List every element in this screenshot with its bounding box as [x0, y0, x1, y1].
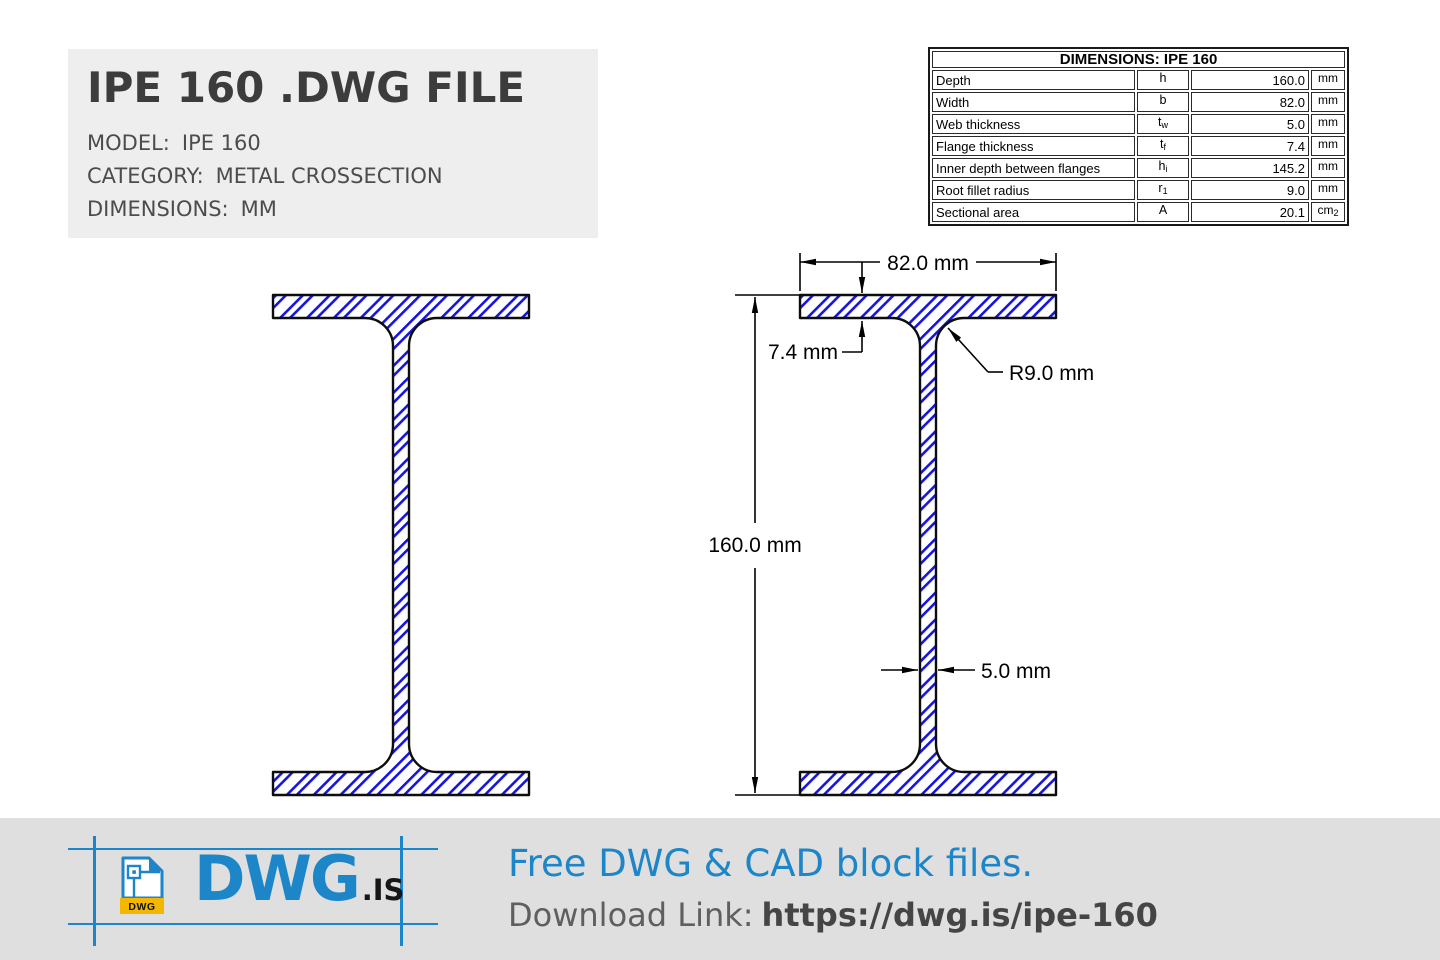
dim-fillet-radius-r9: R9.0 mm: [947, 327, 1094, 385]
table-row: Width b 82.0 mm: [932, 92, 1346, 112]
table-title: DIMENSIONS: IPE 160: [932, 51, 1346, 68]
table-row: Depth h 160.0 mm: [932, 70, 1346, 90]
row-value: 7.4: [1191, 136, 1309, 156]
row-name: Flange thickness: [932, 136, 1135, 156]
table-header-row: DIMENSIONS: IPE 160: [932, 51, 1346, 68]
row-unit: mm: [1311, 114, 1346, 134]
row-name: Depth: [932, 70, 1135, 90]
dim-flange-label: 7.4 mm: [768, 341, 838, 364]
dim-radius-label: R9.0 mm: [1009, 362, 1094, 385]
logo-frame-line-bottom: [68, 923, 438, 925]
model-value: IPE 160: [181, 131, 261, 155]
row-unit: cm2: [1311, 202, 1346, 222]
title-box: IPE 160 .DWG FILE MODEL: IPE 160 CATEGORY…: [68, 49, 598, 238]
dim-web-thickness-50: 5.0 mm: [881, 660, 1051, 683]
model-label: MODEL:: [87, 131, 170, 155]
row-value: 145.2: [1191, 158, 1309, 178]
logo-frame-line-top: [68, 848, 438, 850]
dim-flange-thickness-74: 7.4 mm: [768, 321, 866, 364]
logo-frame-line-left: [93, 836, 96, 946]
dim-depth-label: 160.0 mm: [708, 534, 801, 557]
row-name: Sectional area: [932, 202, 1135, 222]
table-row: Sectional area A 20.1 cm2: [932, 202, 1346, 222]
page-title: IPE 160 .DWG FILE: [87, 63, 526, 112]
row-symbol: r1: [1137, 180, 1189, 200]
dim-width-label: 82.0 mm: [887, 252, 969, 275]
row-value: 160.0: [1191, 70, 1309, 90]
dimensions-table: DIMENSIONS: IPE 160 Depth h 160.0 mm Wid…: [928, 47, 1350, 226]
dim-web-label: 5.0 mm: [981, 660, 1051, 683]
model-line: MODEL: IPE 160: [87, 131, 261, 155]
footer-tagline: Free DWG & CAD block files.: [508, 842, 1034, 885]
row-symbol: hi: [1137, 158, 1189, 178]
row-value: 5.0: [1191, 114, 1309, 134]
download-line: Download Link:https://dwg.is/ipe-160: [508, 896, 1158, 934]
logo-word: DWG: [194, 842, 361, 915]
row-unit: mm: [1311, 136, 1346, 156]
category-label: CATEGORY:: [87, 164, 204, 188]
row-symbol: tw: [1137, 114, 1189, 134]
row-symbol: b: [1137, 92, 1189, 112]
table-row: Web thickness tw 5.0 mm: [932, 114, 1346, 134]
dimensions-label: DIMENSIONS:: [87, 197, 229, 221]
row-unit: mm: [1311, 70, 1346, 90]
dim-width-82: 82.0 mm: [799, 252, 1057, 293]
row-symbol: A: [1137, 202, 1189, 222]
row-value: 20.1: [1191, 202, 1309, 222]
row-unit: mm: [1311, 92, 1346, 112]
footer: DWG DWG .IS Free DWG & CAD block files. …: [0, 818, 1440, 960]
dwg-file-icon: DWG: [120, 856, 164, 914]
download-label: Download Link:: [508, 896, 754, 934]
row-symbol: tf: [1137, 136, 1189, 156]
dim-depth-160: 160.0 mm: [708, 294, 802, 796]
ipe-beam-left: [271, 293, 531, 797]
table-row: Flange thickness tf 7.4 mm: [932, 136, 1346, 156]
download-url[interactable]: https://dwg.is/ipe-160: [761, 896, 1158, 934]
row-name: Root fillet radius: [932, 180, 1135, 200]
dimensions-line: DIMENSIONS: MM: [87, 197, 277, 221]
row-unit: mm: [1311, 158, 1346, 178]
row-name: Width: [932, 92, 1135, 112]
table-row: Root fillet radius r1 9.0 mm: [932, 180, 1346, 200]
row-unit: mm: [1311, 180, 1346, 200]
row-name: Inner depth between flanges: [932, 158, 1135, 178]
row-value: 9.0: [1191, 180, 1309, 200]
category-value: METAL CROSSECTION: [215, 164, 443, 188]
row-value: 82.0: [1191, 92, 1309, 112]
dimensions-value: MM: [240, 197, 277, 221]
category-line: CATEGORY: METAL CROSSECTION: [87, 164, 443, 188]
file-badge-label: DWG: [128, 901, 155, 913]
row-name: Web thickness: [932, 114, 1135, 134]
dwg-is-logo: DWG .IS: [194, 848, 404, 910]
row-symbol: h: [1137, 70, 1189, 90]
logo-frame-line-right: [400, 836, 403, 946]
logo-tld: .IS: [361, 873, 405, 907]
table-row: Inner depth between flanges hi 145.2 mm: [932, 158, 1346, 178]
